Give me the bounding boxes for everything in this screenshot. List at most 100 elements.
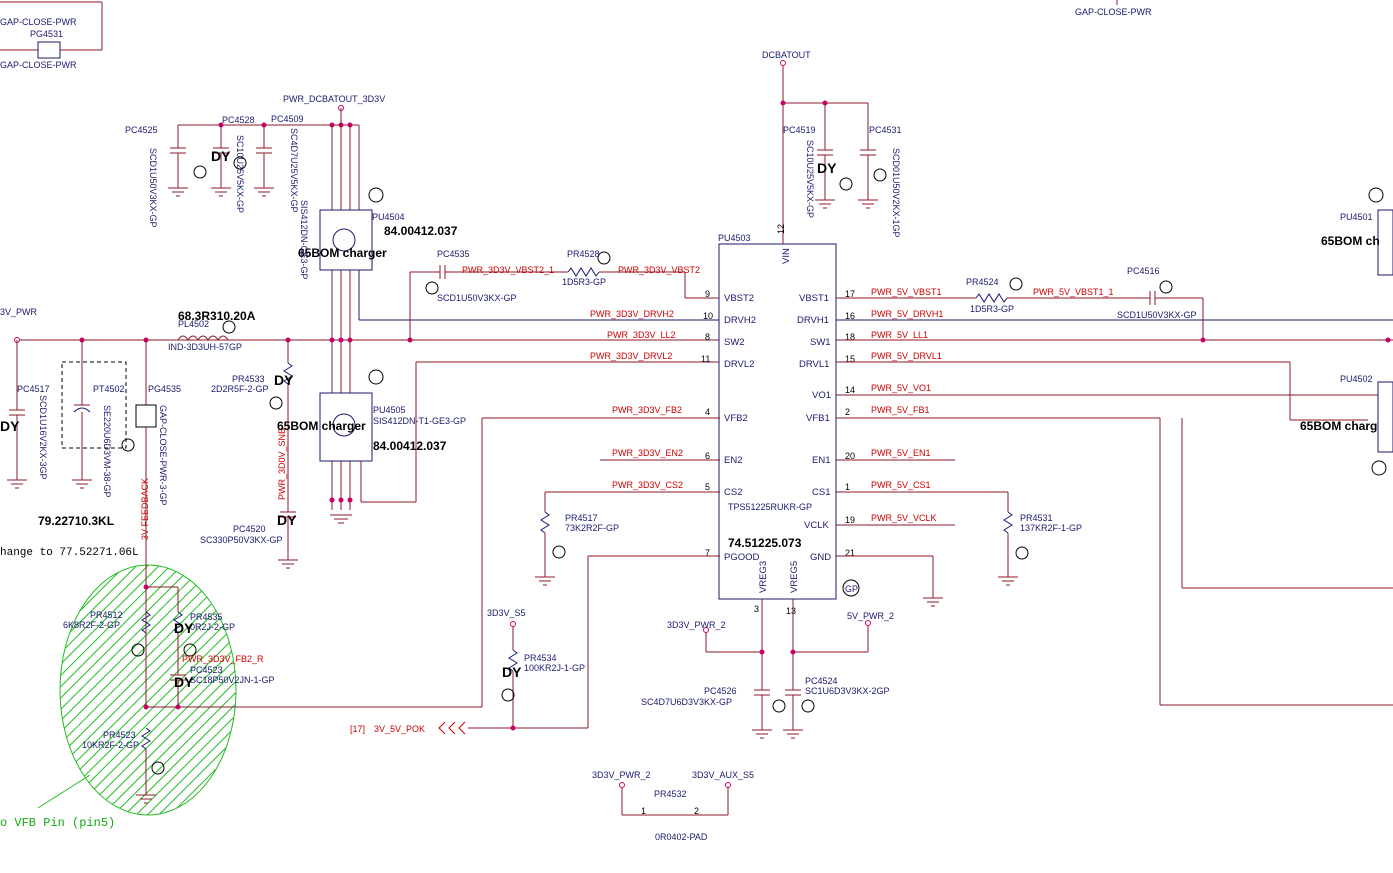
pc4523-val: SC18P50V2JN-1-GP [190,675,275,685]
pr4523-val: 10KR2F-2-GP [82,740,139,750]
pu4503-code: 74.51225.073 [728,536,802,550]
pu4504-ref: PU4504 [372,212,405,222]
pr4532-pin2: 2 [694,806,699,816]
pin-sw1: SW1 [810,337,831,348]
gp-mark: GP [845,584,858,594]
gap-close-label-1: GAP-CLOSE-PWR [0,17,77,27]
pin-vreg5-num: 13 [786,606,796,616]
pc4523-ref: PC4523 [190,665,223,675]
pc4525-val: SCD1U50V3KX-GP [148,148,158,228]
pin-vin-name: VIN [781,248,792,264]
pc4535-val: SCD1U50V3KX-GP [437,293,517,303]
pin-pgood: PGOOD [724,552,760,563]
pr4517-ref: PR4517 [565,513,598,523]
pwr-3d0v-snb-label: PWR_3D0V_SNB [277,428,287,500]
dy-mark-2: DY [211,148,231,164]
net-ll1: PWR_5V_LL1 [871,330,928,340]
pr4531-val: 137KR2F-1-GP [1020,523,1082,533]
3d3v-s5-label: 3D3V_S5 [487,608,526,618]
net-en2: PWR_3D3V_EN2 [612,448,683,458]
pin-vreg5-name: VREG5 [789,561,800,593]
pin-drvh2: DRVH2 [724,315,756,326]
net-fb1: PWR_5V_FB1 [871,405,930,415]
pu4504-code: 84.00412.037 [384,224,458,238]
pr4534-val: 100KR2J-1-GP [524,663,585,673]
bom-charger-r1: 65BOM ch [1321,234,1380,248]
pin-vfb2: VFB2 [724,413,748,424]
bom-charger-r2: 65BOM charg [1300,419,1377,433]
pu4503-val: TPS51225RUKR-GP [728,502,812,512]
pc4535-ref: PC4535 [437,249,470,259]
pin-vin-num: 12 [776,224,786,234]
net-vo1: PWR_5V_VO1 [871,383,931,393]
pr4532-ref: PR4532 [654,789,687,799]
pc4519-ref: PC4519 [783,125,816,135]
pc4526-ref: PC4526 [704,686,737,696]
pin-vfb1: VFB1 [806,413,830,424]
dy-mark-4: DY [274,372,294,388]
pu4501-ref: PU4501 [1340,212,1373,222]
pr4524-ref: PR4524 [966,277,999,287]
sis412dn-label: SIS412DN-GE3-GP [299,200,309,280]
pin-cs2: CS2 [724,487,742,498]
pwr-dcbatout-3d3v-label: PWR_DCBATOUT_3D3V [283,94,385,104]
3v-5v-pok-label: 3V_5V_POK [374,724,425,734]
pc4509-val: SC4D7U25V5KX-GP [289,128,299,213]
net-vclk: PWR_5V_VCLK [871,513,937,523]
pr4532-val: 0R0402-PAD [655,832,708,842]
pc4525-ref: PC4525 [125,125,158,135]
pin-1: 1 [845,482,850,492]
dy-mark-6: DY [502,664,522,680]
pin-9: 9 [705,289,710,299]
pu4502-ref: PU4502 [1340,374,1373,384]
pin-18: 18 [845,332,855,342]
net-fb2: PWR_3D3V_FB2 [612,405,682,415]
pt4502-val: SE220U6D3VM-38-GP [102,405,112,498]
pin-vo1: VO1 [812,390,831,401]
pg4535-ref: PG4535 [148,384,181,394]
pin-14: 14 [845,385,855,395]
pin-21: 21 [845,548,855,558]
dy-mark-3: DY [0,418,20,434]
pr4528-ref: PR4528 [567,249,600,259]
pl4502-val: IND-3D3UH-57GP [168,342,242,352]
net-cs2: PWR_3D3V_CS2 [612,480,683,490]
pr4523-ref: PR4523 [103,730,136,740]
net-en1: PWR_5V_EN1 [871,448,931,458]
pin-5: 5 [705,482,710,492]
pin-2: 2 [845,407,850,417]
net-vbst1: PWR_5V_VBST1 [871,287,942,297]
ref-17: [17] [350,724,365,734]
net-vbst1-1: PWR_5V_VBST1_1 [1033,287,1114,297]
3v-pwr-label: 3V_PWR [0,307,38,317]
net-vbst2-1: PWR_3D3V_VBST2_1 [462,265,554,275]
pc4517-val: SCD1U16V2KX-3GP [38,395,48,480]
pin-vclk: VCLK [804,520,829,531]
pin-6: 6 [705,451,710,461]
pr4533-val: 2D2R5F-2-GP [211,384,269,394]
3v-feedback-label: 3V FEEDBACK [140,478,150,540]
net-ll2: PWR_3D3V_LL2 [607,330,676,340]
pr4512-ref: PR4512 [90,610,123,620]
pin-vbst1: VBST1 [799,293,829,304]
pr4524-val: 1D5R3-GP [970,304,1014,314]
net-vbst2: PWR_3D3V_VBST2 [618,265,700,275]
pr4531-ref: PR4531 [1020,513,1053,523]
pr4528-val: 1D5R3-GP [562,277,606,287]
pc4519-val: SC10U25V5KX-GP [805,140,815,218]
vfb-note: o VFB Pin (pin5) [0,816,115,830]
dy-mark-7: DY [174,620,194,636]
pu4505-code: 84.00412.037 [373,439,447,453]
net-drvl2: PWR_3D3V_DRVL2 [590,351,672,361]
pg4531-block: GAP-CLOSE-PWR PG4531 GAP-CLOSE-PWR [0,1,103,70]
3d3v-aux-s5-label: 3D3V_AUX_S5 [692,770,754,780]
pin-17: 17 [845,289,855,299]
3d3v-pwr-2-label: 3D3V_PWR_2 [667,620,726,630]
pin-en2: EN2 [724,455,742,466]
pu4503-ref: PU4503 [718,233,751,243]
pl4502-code: 68.3R310.20A [178,309,256,323]
dy-mark-1: DY [817,160,837,176]
pr4535-val: 0R2J-2-GP [190,622,235,632]
net-cs1: PWR_5V_CS1 [871,480,931,490]
